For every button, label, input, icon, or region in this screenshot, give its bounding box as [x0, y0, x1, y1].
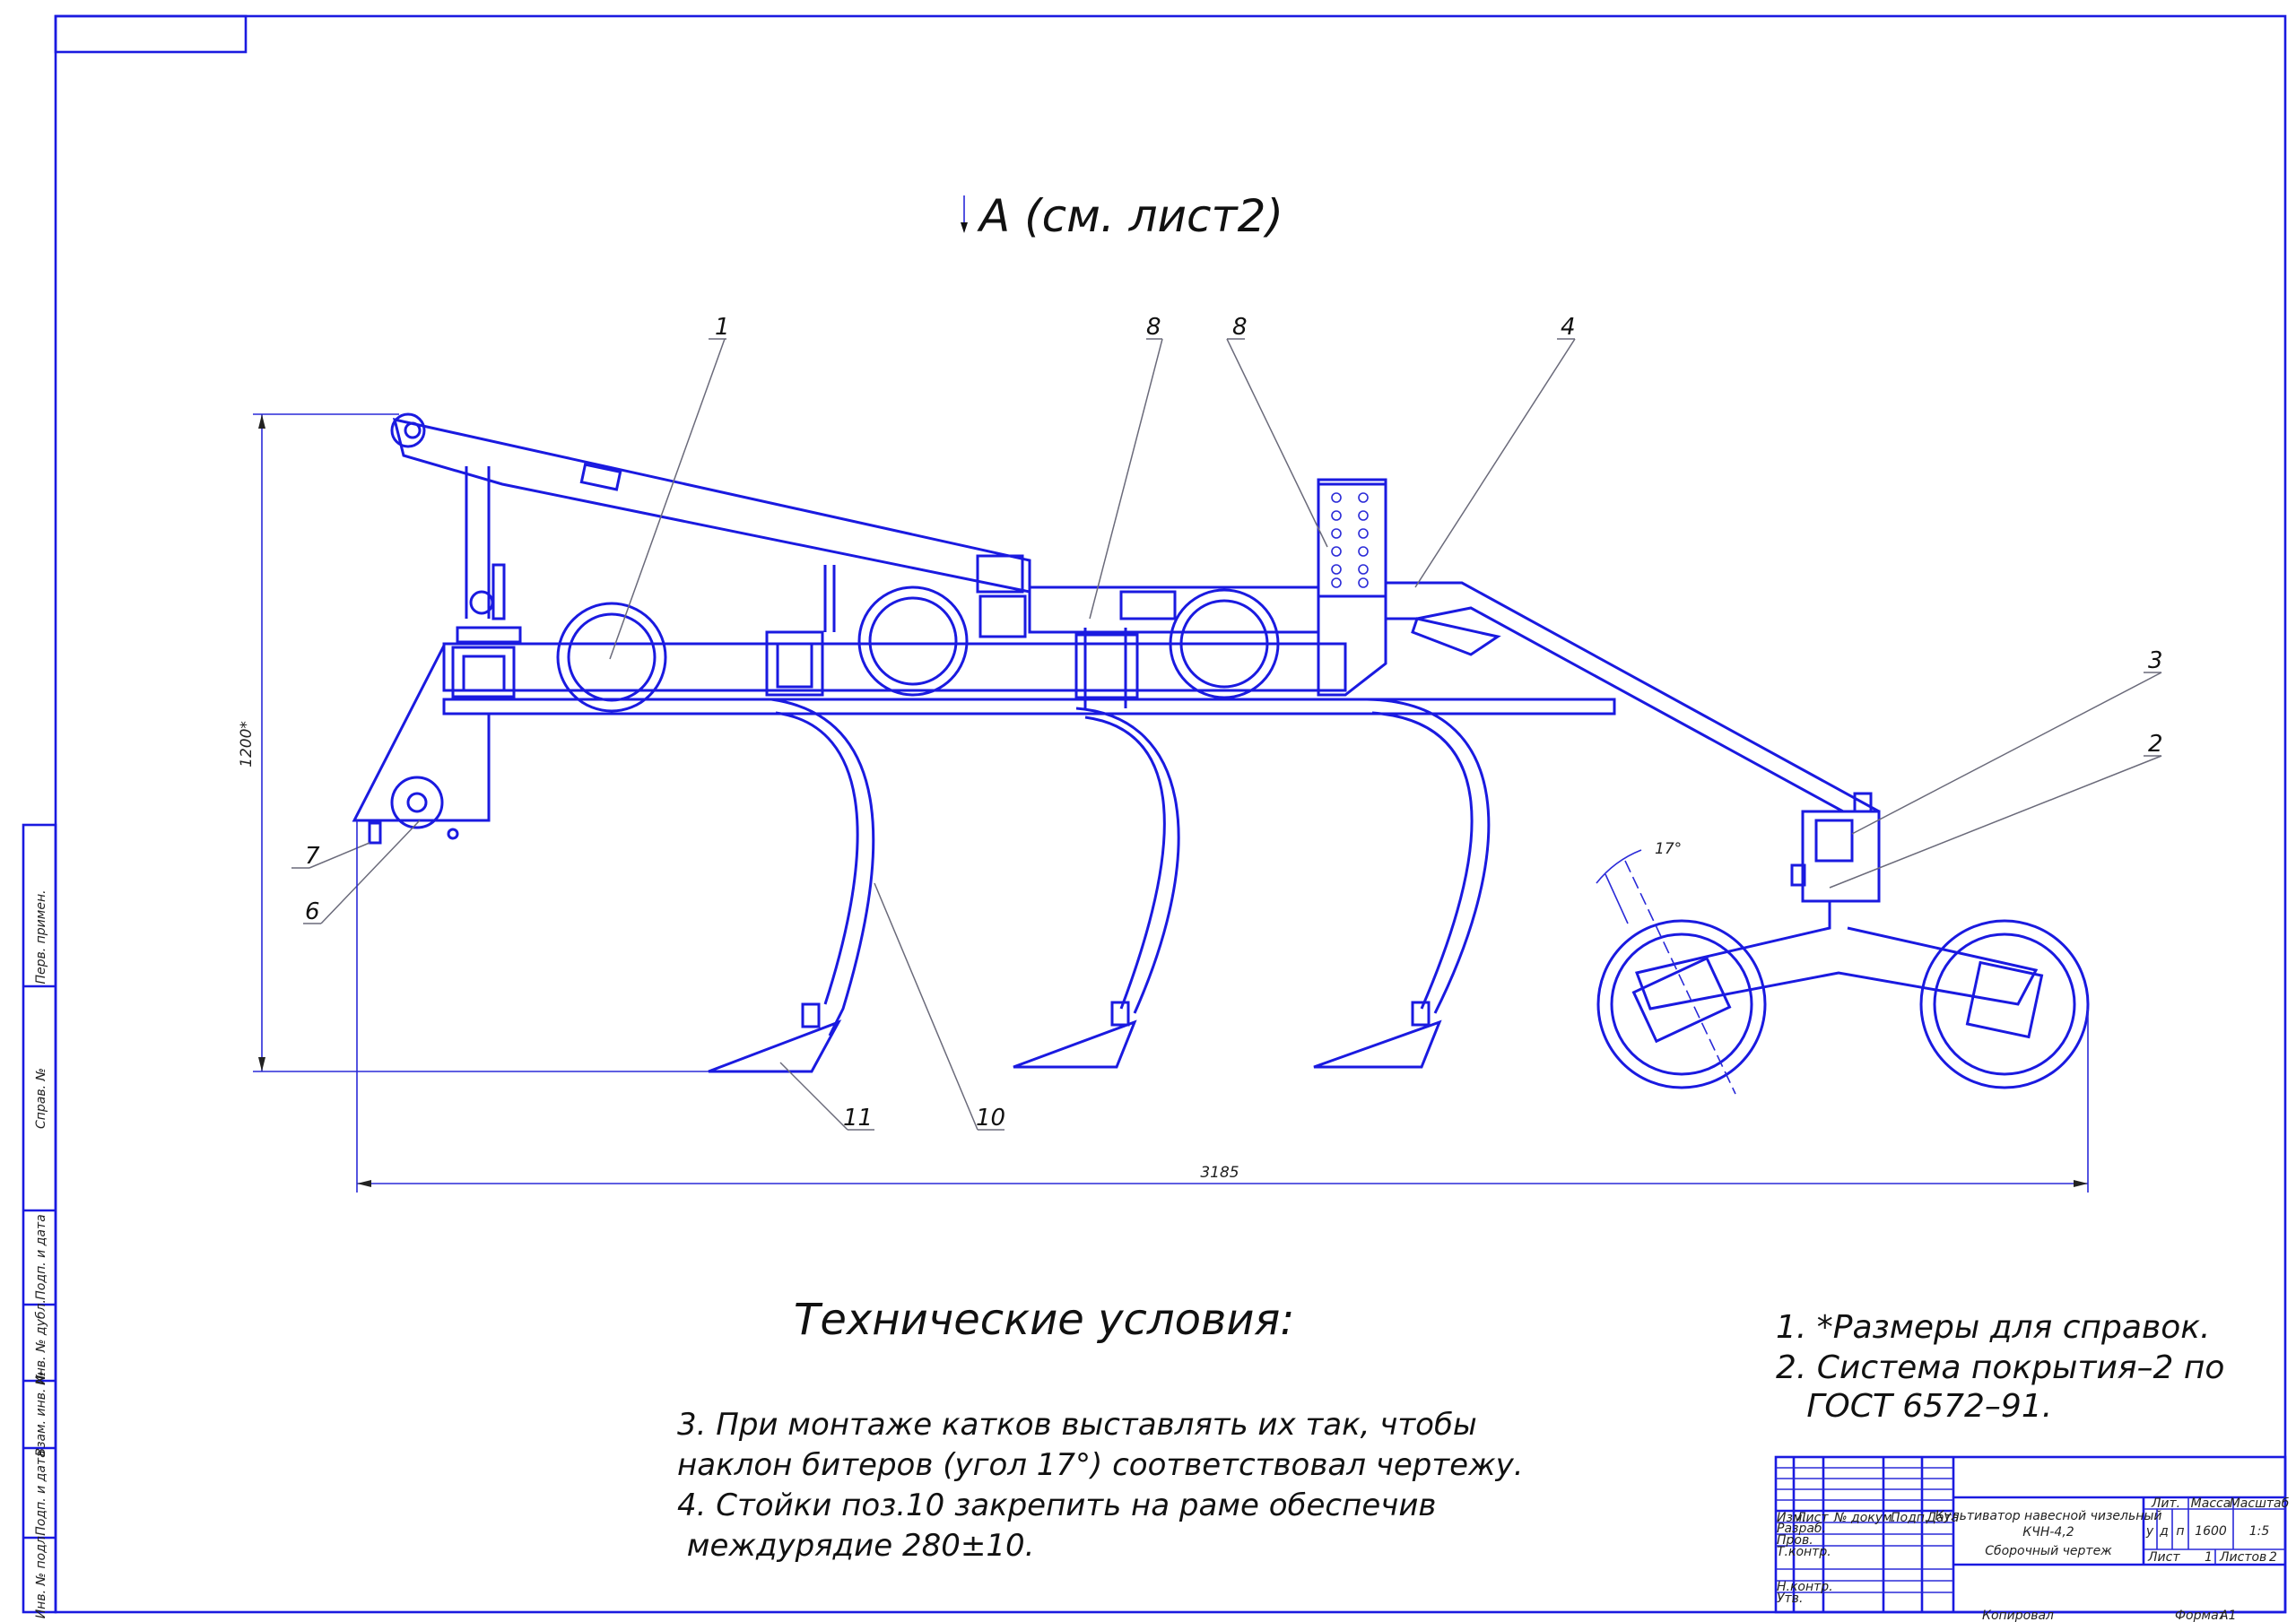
stamp-label: Перв. примен.	[34, 889, 48, 984]
stamp-label: Взам. инв. №	[34, 1371, 48, 1456]
note-line: междурядие 280±10.	[677, 1528, 1034, 1564]
tb-mass-label: Масса	[2191, 1496, 2231, 1511]
callout-4: 4	[1561, 314, 1576, 341]
tb-scale-value: 1:5	[2249, 1524, 2270, 1539]
note-line: наклон битеров (угол 17°) соответствовал…	[677, 1447, 1524, 1483]
tb-col-header: Подп.	[1891, 1511, 1928, 1525]
tb-row-label: Пров.	[1777, 1533, 1813, 1548]
tine-2	[1013, 707, 1180, 1069]
tb-mass-value: 1600	[2195, 1524, 2227, 1539]
view-label-text: А (см. лист2)	[977, 190, 1283, 242]
dimension-length: 3185	[1200, 1164, 1239, 1182]
callout-3: 3	[2148, 647, 2163, 674]
tb-lit-letter: д	[2159, 1524, 2169, 1539]
stamp-label: Подп. и дата	[34, 1450, 48, 1535]
callout-6: 6	[305, 898, 320, 925]
technical-conditions: Технические условия: 3. При монтаже катк…	[677, 1295, 1524, 1564]
roller-wheel-left	[1596, 860, 1767, 1095]
bolt-holes	[1331, 492, 1369, 588]
tb-row-label: Т.контр.	[1777, 1545, 1831, 1559]
tb-col-header: Дата	[1926, 1511, 1959, 1525]
tb-row-label: Н.контр.	[1777, 1580, 1833, 1594]
tb-sheet-label: Лист	[2147, 1550, 2180, 1565]
callout-10: 10	[976, 1105, 1005, 1132]
note-line: 3. При монтаже катков выставлять их так,…	[677, 1407, 1477, 1443]
note-line: ГОСТ 6572–91.	[1776, 1388, 2052, 1425]
stamp-label: Подп. и дата	[34, 1214, 48, 1299]
tine-1	[708, 698, 875, 1073]
ring-2	[857, 585, 969, 697]
title-block-text: Изм. Лист № докум. Подп. Дата Разраб. Пр…	[1777, 1496, 2290, 1622]
tb-copied: Копировал	[1982, 1609, 2054, 1622]
tb-lit-letter: п	[2176, 1524, 2184, 1539]
tb-lit-label: Лит.	[2151, 1496, 2180, 1511]
tb-col-header: № докум.	[1833, 1511, 1896, 1525]
ring-1	[556, 602, 667, 713]
stamp-label: Инв. № подл.	[34, 1532, 48, 1619]
callout-8a: 8	[1146, 314, 1161, 341]
dimensions: 1200* 3185 17°	[238, 413, 2089, 1193]
tb-drawing-code: КЧН-4,2	[2022, 1525, 2074, 1540]
ring-3	[1169, 588, 1280, 699]
tb-drawing-name: Культиватор навесной чизельный	[1935, 1509, 2161, 1523]
tine-3	[1313, 698, 1491, 1069]
callout-7: 7	[305, 843, 320, 870]
stamp-label: Инв. № дубл.	[34, 1299, 48, 1385]
tb-sheets-value: 2	[2269, 1550, 2277, 1565]
drawing-frame	[22, 14, 2287, 1614]
roller-wheel-right	[1919, 919, 2090, 1089]
tb-sheets-label: Листов	[2219, 1550, 2266, 1565]
callout-11: 11	[843, 1105, 873, 1132]
stamp-label: Справ. №	[34, 1068, 48, 1129]
tb-scale-label: Масштаб	[2230, 1496, 2290, 1511]
tech-title: Технические условия:	[794, 1295, 1294, 1345]
leader-lines	[291, 338, 2162, 1131]
general-notes: 1. *Размеры для справок. 2. Система покр…	[1776, 1309, 2224, 1425]
cultivator-side-view	[352, 412, 2090, 1095]
dimension-height: 1200*	[238, 721, 256, 768]
title-block	[1774, 1455, 2287, 1614]
tb-row-label: Утв.	[1777, 1592, 1803, 1606]
note-line: 1. *Размеры для справок.	[1776, 1309, 2210, 1346]
view-label: А (см. лист2)	[961, 190, 1283, 242]
tb-lit-letter: у	[2145, 1524, 2154, 1539]
tb-sheet-value: 1	[2205, 1550, 2213, 1565]
callout-1: 1	[715, 314, 730, 341]
side-stamp-labels: Перв. примен. Справ. № Подп. и дата Инв.…	[34, 889, 48, 1618]
tb-drawing-type: Сборочный чертеж	[1985, 1544, 2112, 1558]
tb-col-header: Изм.	[1777, 1511, 1806, 1525]
callout-8b: 8	[1232, 314, 1248, 341]
note-line: 4. Стойки поз.10 закрепить на раме обесп…	[677, 1488, 1436, 1523]
tb-format-value: А1	[2219, 1609, 2236, 1622]
callouts: 1 8 8 4 3 2 7 6 11 10	[305, 314, 2163, 1132]
tb-col-header: Лист	[1796, 1511, 1829, 1525]
callout-2: 2	[2148, 731, 2163, 758]
dimension-angle: 17°	[1655, 840, 1682, 858]
note-line: 2. Система покрытия–2 по	[1776, 1349, 2224, 1386]
tb-format-label: Формат	[2175, 1609, 2227, 1622]
tb-row-label: Разраб.	[1777, 1522, 1826, 1536]
